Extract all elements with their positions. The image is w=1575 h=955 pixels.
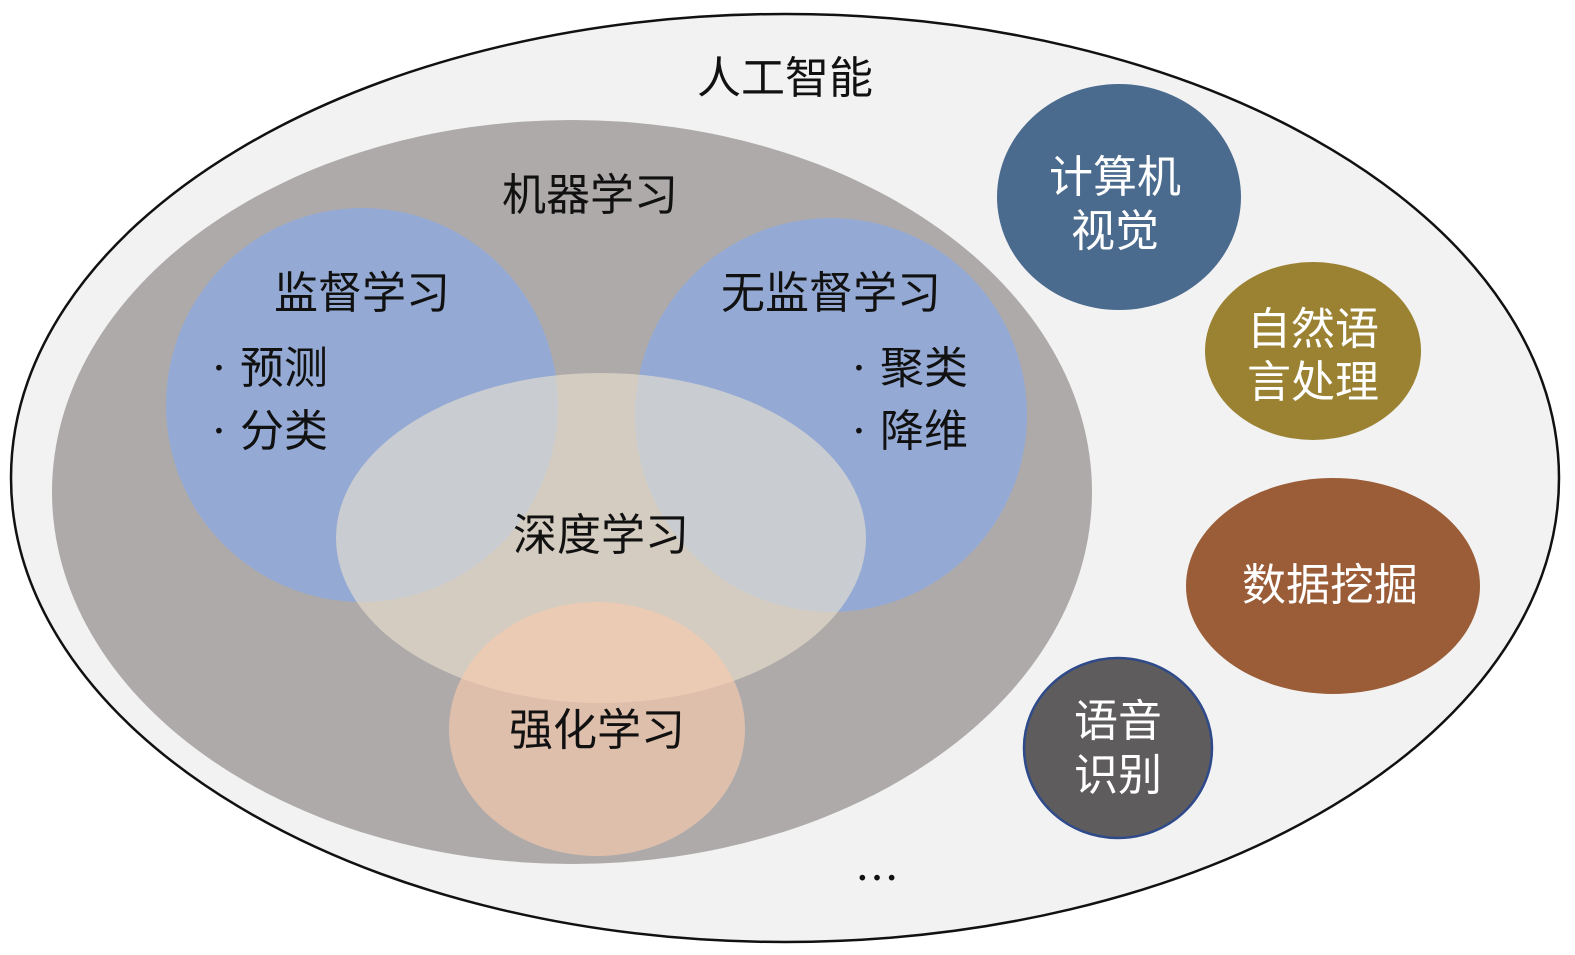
speech-label: 识别 (1074, 750, 1162, 801)
deep-learning-ellipse (336, 373, 866, 703)
deep-learning-label: 深度学习 (513, 510, 689, 561)
cv-label: 计算机 (1049, 152, 1181, 203)
supervised-item: · 预测 (212, 343, 328, 394)
supervised-label: 监督学习 (274, 268, 450, 319)
data-mining-label: 数据挖掘 (1242, 560, 1418, 611)
unsupervised-item: · 降维 (852, 406, 968, 457)
speech-circle (1022, 656, 1214, 840)
nlp-label: 言处理 (1247, 357, 1379, 408)
nlp-label: 自然语 (1247, 304, 1379, 355)
cv-label: 视觉 (1071, 206, 1159, 257)
reinforcement-circle (449, 602, 745, 856)
cv-circle (997, 84, 1241, 310)
ai-label: 人工智能 (697, 53, 873, 104)
supervised-item: · 分类 (212, 406, 328, 457)
unsupervised-label: 无监督学习 (721, 268, 941, 319)
reinforcement-label: 强化学习 (509, 705, 685, 756)
speech-label: 语音 (1074, 696, 1162, 747)
nlp-circle (1205, 262, 1421, 440)
data-mining-circle (1186, 478, 1480, 694)
machine-learning-label: 机器学习 (502, 170, 678, 221)
ellipsis-label: … (855, 840, 899, 891)
unsupervised-item: · 聚类 (852, 343, 968, 394)
